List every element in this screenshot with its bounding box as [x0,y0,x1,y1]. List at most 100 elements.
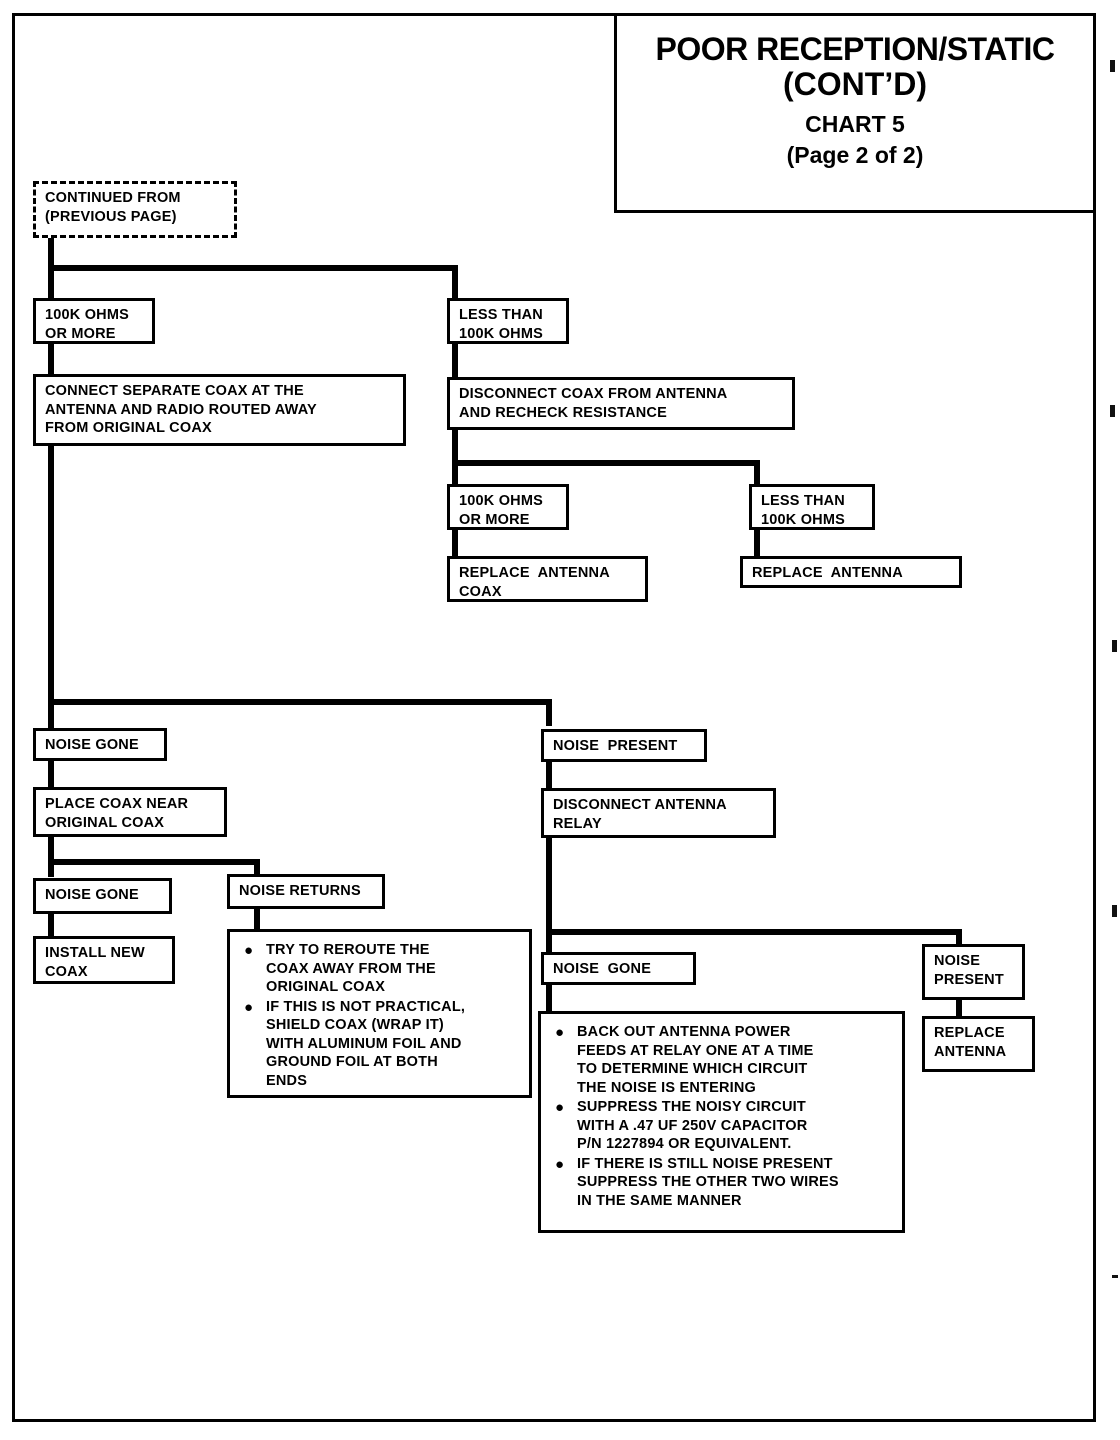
node-less-than-100k-top-line2: 100K OHMS [459,325,543,342]
bullet-item: ● SUPPRESS THE NOISY CIRCUIT WITH A .47 … [551,1098,894,1154]
node-install-new-coax-line2: COAX [45,963,88,980]
scan-artifact [1112,640,1117,652]
bullet-line: BACK OUT ANTENNA POWER [577,1024,791,1040]
node-replace-antenna-coax-line1: REPLACE ANTENNA [459,565,610,581]
bullet-item: ● TRY TO REROUTE THE COAX AWAY FROM THE … [240,941,521,997]
bullet-item: ● IF THIS IS NOT PRACTICAL, SHIELD COAX … [240,998,521,1091]
scan-artifact [1112,1275,1118,1278]
page-border [12,13,1096,1422]
node-replace-antenna-coax[interactable]: REPLACE ANTENNA COAX [447,556,648,602]
bullet-line: TRY TO REROUTE THE [266,942,430,958]
node-noise-gone-actions[interactable]: ● BACK OUT ANTENNA POWER FEEDS AT RELAY … [538,1011,905,1233]
node-connect-separate-coax-line3: FROM ORIGINAL COAX [45,420,212,437]
connector-split-bar-top [48,265,458,271]
node-disconnect-antenna-relay-line1: DISCONNECT ANTENNA [553,797,727,813]
node-noise-present-1[interactable]: NOISE PRESENT [541,729,707,762]
node-place-coax-near[interactable]: PLACE COAX NEAR ORIGINAL COAX [33,787,227,837]
connector-ohmsmid-to-replacecoax [452,530,458,556]
bullet-text: IF THIS IS NOT PRACTICAL, SHIELD COAX (W… [266,998,521,1091]
connector-noise-split-right-down [546,699,552,726]
node-100k-ohms-mid[interactable]: 100K OHMS OR MORE [447,484,569,530]
bullet-dot-icon: ● [244,942,254,959]
node-connect-separate-coax-line1: CONNECT SEPARATE COAX AT THE [45,383,304,399]
connector-split-left-down [48,265,54,301]
connector-relay-long-down [546,838,552,956]
bullet-dot-icon: ● [244,998,254,1016]
node-100k-ohms-left[interactable]: 100K OHMS OR MORE [33,298,155,344]
bullet-line: P/N 1227894 OR EQUIVALENT. [577,1136,792,1153]
node-less-than-100k-right[interactable]: LESS THAN 100K OHMS [749,484,875,530]
title-main-line1: POOR RECEPTION/STATIC [655,31,1056,67]
node-less-than-100k-top[interactable]: LESS THAN 100K OHMS [447,298,569,344]
bullet-line: ORIGINAL COAX [266,979,386,996]
bullet-text: SUPPRESS THE NOISY CIRCUIT WITH A .47 UF… [577,1098,894,1154]
node-disconnect-antenna-relay[interactable]: DISCONNECT ANTENNA RELAY [541,788,776,838]
connector-placecoax-split-right [254,859,260,877]
scan-artifact [1110,405,1115,417]
scan-artifact [1110,60,1115,72]
node-noise-gone-3[interactable]: NOISE GONE [541,952,696,985]
bullet-line: IF THERE IS STILL NOISE PRESENT [577,1155,833,1172]
node-continued-from[interactable]: CONTINUED FROM (PREVIOUS PAGE) [33,181,237,238]
node-noise-present-2[interactable]: NOISE PRESENT [922,944,1025,1000]
scan-artifact [1112,905,1117,917]
bullet-line: TO DETERMINE WHICH CIRCUIT [577,1061,808,1078]
bullet-dot-icon: ● [555,1024,565,1041]
connector-disconnect-split-bar [452,460,760,466]
node-less-than-100k-right-line1: LESS THAN [761,493,845,509]
node-replace-antenna-bottom[interactable]: REPLACE ANTENNA [922,1016,1035,1072]
node-noise-returns-actions[interactable]: ● TRY TO REROUTE THE COAX AWAY FROM THE … [227,929,532,1098]
connector-placecoax-down [48,837,54,877]
connector-noisepresent2-to-replace [956,1000,962,1016]
connector-noisegone-to-placecoax [48,761,54,787]
connector-ohms-to-connect-coax [48,341,54,377]
bullet-line: GROUND FOIL AT BOTH [266,1054,438,1071]
node-replace-antenna-right[interactable]: REPLACE ANTENNA [740,556,962,588]
node-install-new-coax-line1: INSTALL NEW [45,945,145,961]
connector-lessthan-to-disconnect [452,341,458,377]
node-noise-gone-2[interactable]: NOISE GONE [33,878,172,914]
node-100k-ohms-left-line1: 100K OHMS [45,307,129,323]
node-replace-antenna-bottom-line2: ANTENNA [934,1043,1007,1060]
node-place-coax-near-line2: ORIGINAL COAX [45,814,165,831]
connector-noisegone3-to-actions [546,985,552,1011]
connector-noise-split-bar [48,699,552,705]
node-less-than-100k-right-line2: 100K OHMS [761,511,845,528]
title-block: POOR RECEPTION/STATIC (CONT’D) CHART 5 (… [614,13,1096,213]
bullet-line: FEEDS AT RELAY ONE AT A TIME [577,1042,814,1059]
node-100k-ohms-mid-line1: 100K OHMS [459,493,543,509]
bullet-dot-icon: ● [555,1099,565,1117]
node-noise-returns[interactable]: NOISE RETURNS [227,874,385,909]
title-main-line2: (CONT’D) [783,65,927,102]
bullet-text: BACK OUT ANTENNA POWER FEEDS AT RELAY ON… [577,1023,894,1097]
node-continued-from-line2: (PREVIOUS PAGE) [45,208,177,225]
chart-number: CHART 5 [805,111,905,138]
bullet-line: WITH ALUMINUM FOIL AND [266,1035,462,1052]
connector-noisepresent-to-relay [546,762,552,788]
bullet-line: IF THIS IS NOT PRACTICAL, [266,998,466,1015]
node-disconnect-antenna-relay-line2: RELAY [553,815,602,832]
node-replace-antenna-bottom-line1: REPLACE [934,1025,1005,1041]
connector-disconnect-split-left [452,460,458,484]
node-noise-gone-3-line1: NOISE GONE [553,961,652,977]
node-noise-gone-2-line1: NOISE GONE [45,887,139,903]
node-install-new-coax[interactable]: INSTALL NEW COAX [33,936,175,984]
node-noise-gone-1[interactable]: NOISE GONE [33,728,167,761]
connector-continued-to-split [48,238,54,271]
node-replace-antenna-coax-line2: COAX [459,583,502,600]
connector-connectcoax-long-down [48,446,54,731]
node-connect-separate-coax[interactable]: CONNECT SEPARATE COAX AT THE ANTENNA AND… [33,374,406,446]
bullet-text: TRY TO REROUTE THE COAX AWAY FROM THE OR… [266,941,521,997]
connector-noisereturns-to-actions [254,908,260,930]
node-replace-antenna-right-line1: REPLACE ANTENNA [752,565,903,581]
bullet-line: COAX AWAY FROM THE [266,960,436,977]
node-noise-present-2-line1: NOISE [934,953,981,969]
connector-relay-split-right-down [956,929,962,944]
bullet-line: SUPPRESS THE NOISY CIRCUIT [577,1099,806,1116]
bullet-line: THE NOISE IS ENTERING [577,1079,757,1096]
node-disconnect-coax[interactable]: DISCONNECT COAX FROM ANTENNA AND RECHECK… [447,377,795,430]
node-disconnect-coax-line1: DISCONNECT COAX FROM ANTENNA [459,386,728,402]
bullet-line: SUPPRESS THE OTHER TWO WIRES [577,1174,839,1191]
bullet-line: SHIELD COAX (WRAP IT) [266,1017,444,1034]
